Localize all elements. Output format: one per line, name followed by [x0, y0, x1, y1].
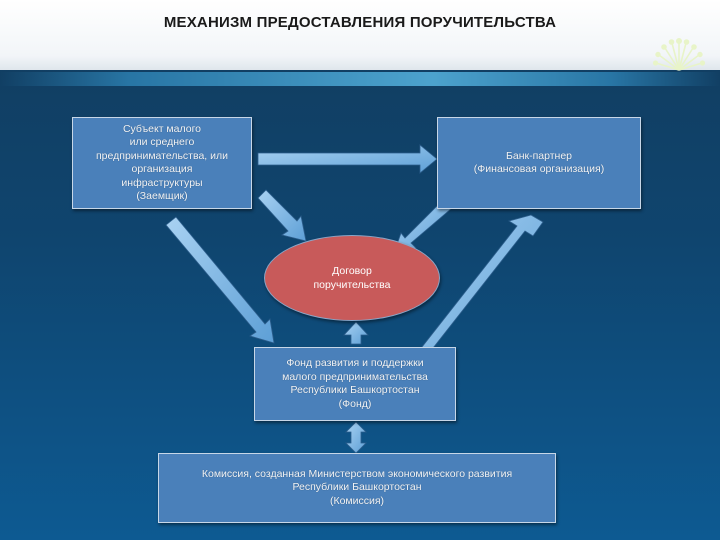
bank-partner-label: Банк-партнер (Финансовая организация)	[473, 149, 605, 176]
arrow-borrower-to-fund	[165, 216, 275, 344]
fund-label: Фонд развития и поддержки малого предпри…	[282, 357, 428, 410]
arrow-fund-to-contract	[343, 321, 369, 345]
page-title: МЕХАНИЗМ ПРЕДОСТАВЛЕНИЯ ПОРУЧИТЕЛЬСТВА	[163, 14, 557, 31]
arrow-borrower-to-bank	[257, 144, 438, 174]
bank-partner-box: Банк-партнер (Финансовая организация)	[437, 117, 641, 209]
arrow-fund-commission	[345, 421, 367, 454]
header-divider	[0, 72, 720, 86]
header-band	[0, 0, 720, 70]
commission-box: Комиссия, созданная Министерством эконом…	[158, 453, 556, 523]
borrower-box: Субъект малого или среднего предпринимат…	[72, 117, 252, 209]
guarantee-contract-label: Договор поручительства	[313, 265, 391, 291]
fund-box: Фонд развития и поддержки малого предпри…	[254, 347, 456, 421]
commission-label: Комиссия, созданная Министерством эконом…	[201, 467, 513, 507]
borrower-label: Субъект малого или среднего предпринимат…	[96, 122, 228, 203]
arrow-borrower-to-contract	[257, 189, 307, 242]
guarantee-contract-ellipse: Договор поручительства	[264, 235, 440, 321]
sunburst-logo-icon	[652, 38, 706, 71]
